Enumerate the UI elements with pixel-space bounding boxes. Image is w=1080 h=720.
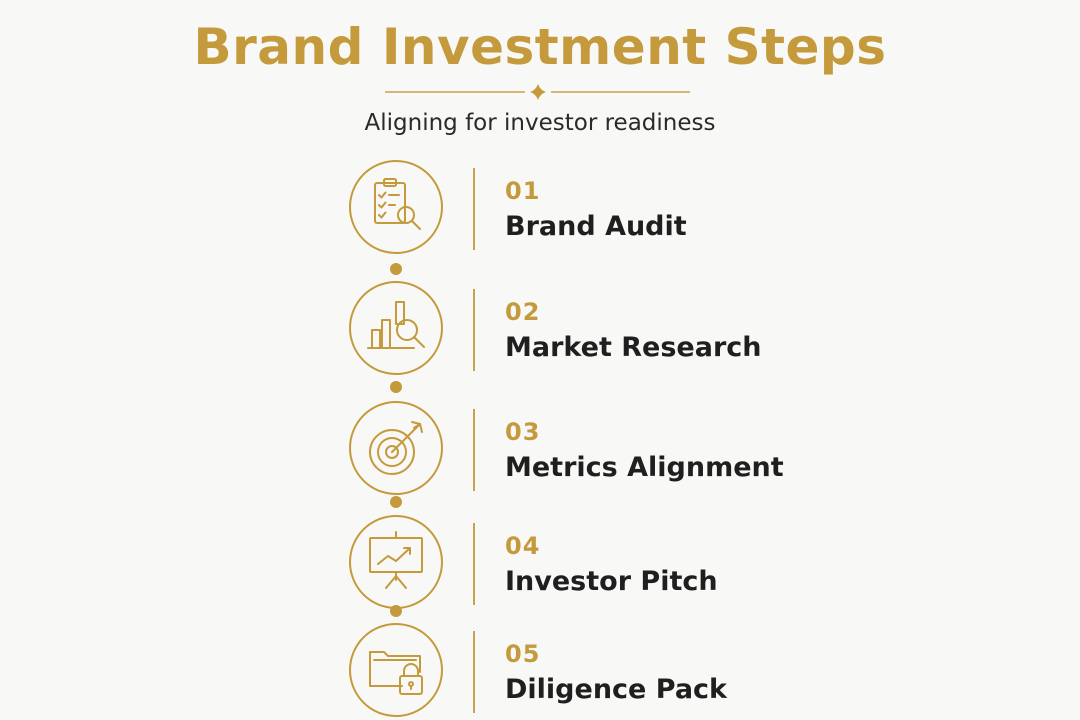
step-number: 02: [505, 298, 541, 326]
step-investor-pitch: 04 Investor Pitch: [0, 514, 1080, 610]
step-metrics-alignment: 03 Metrics Alignment: [0, 400, 1080, 496]
step-market-research: 02 Market Research: [0, 280, 1080, 376]
bar-chart-magnifier-icon: [349, 281, 443, 375]
connector-dot: [390, 263, 402, 275]
page-title: Brand Investment Steps: [193, 18, 887, 76]
step-title: Diligence Pack: [505, 674, 727, 705]
step-divider: [473, 409, 475, 491]
step-number: 04: [505, 532, 541, 560]
connector-dot: [390, 381, 402, 393]
step-title: Brand Audit: [505, 211, 687, 242]
step-number: 05: [505, 640, 541, 668]
clipboard-magnifier-icon: [349, 160, 443, 254]
step-brand-audit: 01 Brand Audit: [0, 159, 1080, 255]
subtitle: Aligning for investor readiness: [364, 110, 716, 136]
sparkle-icon: [530, 84, 546, 100]
step-divider: [473, 168, 475, 250]
step-divider: [473, 631, 475, 713]
folder-lock-icon: [349, 623, 443, 717]
step-diligence-pack: 05 Diligence Pack: [0, 622, 1080, 718]
connector-dot: [390, 605, 402, 617]
step-title: Market Research: [505, 332, 762, 363]
step-number: 03: [505, 418, 541, 446]
step-divider: [473, 289, 475, 371]
step-title: Metrics Alignment: [505, 452, 784, 483]
step-divider: [473, 523, 475, 605]
connector-dot: [390, 496, 402, 508]
title-ornament: [385, 84, 690, 100]
target-arrow-icon: [349, 401, 443, 495]
step-number: 01: [505, 177, 541, 205]
presentation-board-icon: [349, 515, 443, 609]
step-title: Investor Pitch: [505, 566, 718, 597]
